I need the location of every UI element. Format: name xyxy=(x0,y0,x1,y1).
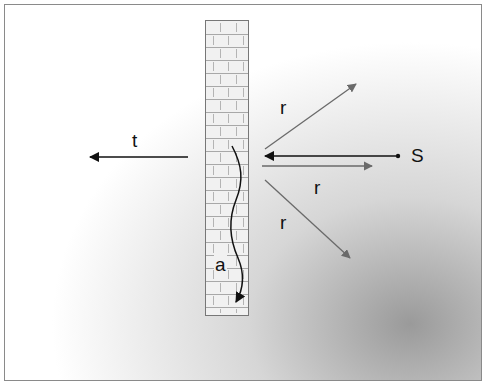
brick-joint xyxy=(220,205,221,214)
source-dot xyxy=(396,154,400,158)
brick-joint xyxy=(228,218,229,227)
absorbed-label: a xyxy=(214,255,227,274)
brick-joint xyxy=(236,205,237,214)
brick-joint xyxy=(213,296,214,305)
brick-joint xyxy=(206,138,248,139)
brick-joint xyxy=(206,307,248,308)
wall xyxy=(206,21,249,316)
brick-joint xyxy=(228,114,229,123)
brick-joint xyxy=(236,257,237,266)
incident-arrow xyxy=(265,155,396,157)
reflected-label: r xyxy=(314,178,320,197)
brick-joint xyxy=(206,86,248,87)
brick-joint xyxy=(243,114,244,123)
brick-joint xyxy=(206,34,248,35)
reflected-label: r xyxy=(280,213,286,232)
brick-joint xyxy=(220,153,221,162)
brick-joint xyxy=(243,140,244,149)
brick-joint xyxy=(220,23,221,32)
brick-joint xyxy=(220,101,221,110)
brick-joint xyxy=(228,244,229,253)
brick-joint xyxy=(206,151,248,152)
brick-joint xyxy=(213,114,214,123)
reflected-arrow xyxy=(265,84,356,149)
brick-joint xyxy=(206,125,248,126)
brick-joint xyxy=(236,231,237,240)
brick-joint xyxy=(213,62,214,71)
brick-joint xyxy=(220,283,221,292)
transmitted-label: t xyxy=(132,131,137,150)
brick-joint xyxy=(206,73,248,74)
reflected-arrow xyxy=(265,180,350,258)
brick-joint xyxy=(236,309,237,313)
brick-joint xyxy=(243,244,244,253)
brick-joint xyxy=(236,49,237,58)
brick-joint xyxy=(228,192,229,201)
brick-joint xyxy=(213,166,214,175)
brick-joint xyxy=(220,127,221,136)
absorbed-arrow xyxy=(231,146,242,302)
brick-joint xyxy=(220,309,221,313)
brick-joint xyxy=(220,231,221,240)
brick-joint xyxy=(243,166,244,175)
brick-joint xyxy=(236,101,237,110)
brick-joint xyxy=(206,203,248,204)
brick-joint xyxy=(243,36,244,45)
brick-joint xyxy=(228,36,229,45)
brick-joint xyxy=(206,294,248,295)
reflected-arrow xyxy=(262,165,372,166)
brick-joint xyxy=(220,49,221,58)
brick-joint xyxy=(236,23,237,32)
brick-joint xyxy=(228,88,229,97)
brick-joint xyxy=(206,255,248,256)
brick-joint xyxy=(206,216,248,217)
brick-joint xyxy=(206,164,248,165)
brick-joint xyxy=(206,229,248,230)
transmitted-arrow xyxy=(90,156,188,158)
brick-joint xyxy=(206,112,248,113)
brick-joint xyxy=(213,218,214,227)
brick-joint xyxy=(220,75,221,84)
brick-joint xyxy=(228,270,229,279)
brick-joint xyxy=(236,127,237,136)
brick-joint xyxy=(213,36,214,45)
brick-joint xyxy=(243,62,244,71)
brick-joint xyxy=(213,140,214,149)
brick-joint xyxy=(206,99,248,100)
brick-joint xyxy=(206,47,248,48)
brick-joint xyxy=(206,60,248,61)
brick-joint xyxy=(220,179,221,188)
frame xyxy=(5,5,482,381)
brick-joint xyxy=(236,75,237,84)
brick-joint xyxy=(228,296,229,305)
brick-joint xyxy=(206,177,248,178)
brick-joint xyxy=(243,218,244,227)
brick-joint xyxy=(213,192,214,201)
brick-joint xyxy=(243,192,244,201)
brick-joint xyxy=(213,88,214,97)
brick-joint xyxy=(243,88,244,97)
brick-joint xyxy=(228,62,229,71)
source-label: S xyxy=(411,146,424,165)
brick-joint xyxy=(213,244,214,253)
reflected-label: r xyxy=(280,98,286,117)
brick-joint xyxy=(243,296,244,305)
brick-joint xyxy=(206,190,248,191)
brick-joint xyxy=(206,242,248,243)
brick-joint xyxy=(228,140,229,149)
brick-joint xyxy=(236,283,237,292)
brick-joint xyxy=(236,179,237,188)
brick-joint xyxy=(228,166,229,175)
